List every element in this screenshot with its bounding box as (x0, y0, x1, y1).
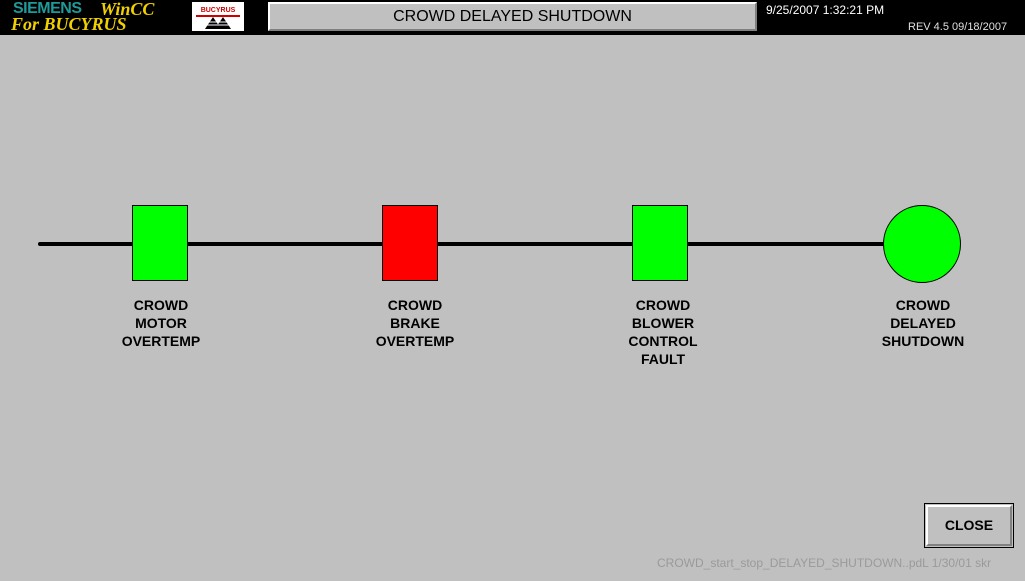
wincc-logo-text: WinCC (100, 0, 155, 19)
crowd-brake-overtemp-label: CROWD BRAKE OVERTEMP (350, 296, 480, 350)
crowd-delayed-shutdown-label: CROWD DELAYED SHUTDOWN (858, 296, 988, 350)
label-line: CROWD (387, 297, 443, 313)
for-bucyrus-logo-text: For BUCYRUS (11, 14, 127, 34)
close-button[interactable]: CLOSE (924, 503, 1014, 548)
page-title: CROWD DELAYED SHUTDOWN (268, 2, 757, 31)
label-line: OVERTEMP (375, 333, 455, 349)
crowd-brake-overtemp-indicator (382, 205, 438, 281)
current-datetime: 9/25/2007 1:32:21 PM (766, 3, 885, 17)
label-line: BLOWER (631, 315, 695, 331)
screen-file-info: CROWD_start_stop_DELAYED_SHUTDOWN..pdL 1… (657, 556, 992, 570)
bucyrus-logo-text: BUCYRUS (200, 7, 236, 14)
revision-label: REV 4.5 09/18/2007 (908, 21, 1008, 33)
sequence-line (38, 242, 890, 246)
label-line: CROWD (895, 297, 951, 313)
crowd-motor-overtemp-label: CROWD MOTOR OVERTEMP (96, 296, 226, 350)
label-line: CROWD (635, 297, 691, 313)
label-line: MOTOR (135, 315, 187, 331)
crowd-delayed-shutdown-indicator (883, 205, 961, 283)
label-line: BRAKE (390, 315, 440, 331)
label-line: FAULT (640, 351, 686, 367)
bucyrus-logo-bar (196, 15, 240, 17)
label-line: OVERTEMP (121, 333, 201, 349)
siemens-logo-text: SIEMENS (13, 0, 82, 17)
close-button-label[interactable]: CLOSE (926, 505, 1012, 546)
label-line: CONTROL (628, 333, 698, 349)
label-line: SHUTDOWN (881, 333, 965, 349)
crowd-blower-control-fault-indicator (632, 205, 688, 281)
label-line: DELAYED (890, 315, 956, 331)
bucyrus-logo: BUCYRUS (192, 2, 244, 31)
header-bar: SIEMENS WinCC For BUCYRUS BUCYRUS CROWD … (0, 0, 1025, 35)
crowd-blower-control-fault-label: CROWD BLOWER CONTROL FAULT (598, 296, 728, 368)
crowd-motor-overtemp-indicator (132, 205, 188, 281)
label-line: CROWD (133, 297, 189, 313)
bucyrus-mark-icon (205, 17, 231, 29)
